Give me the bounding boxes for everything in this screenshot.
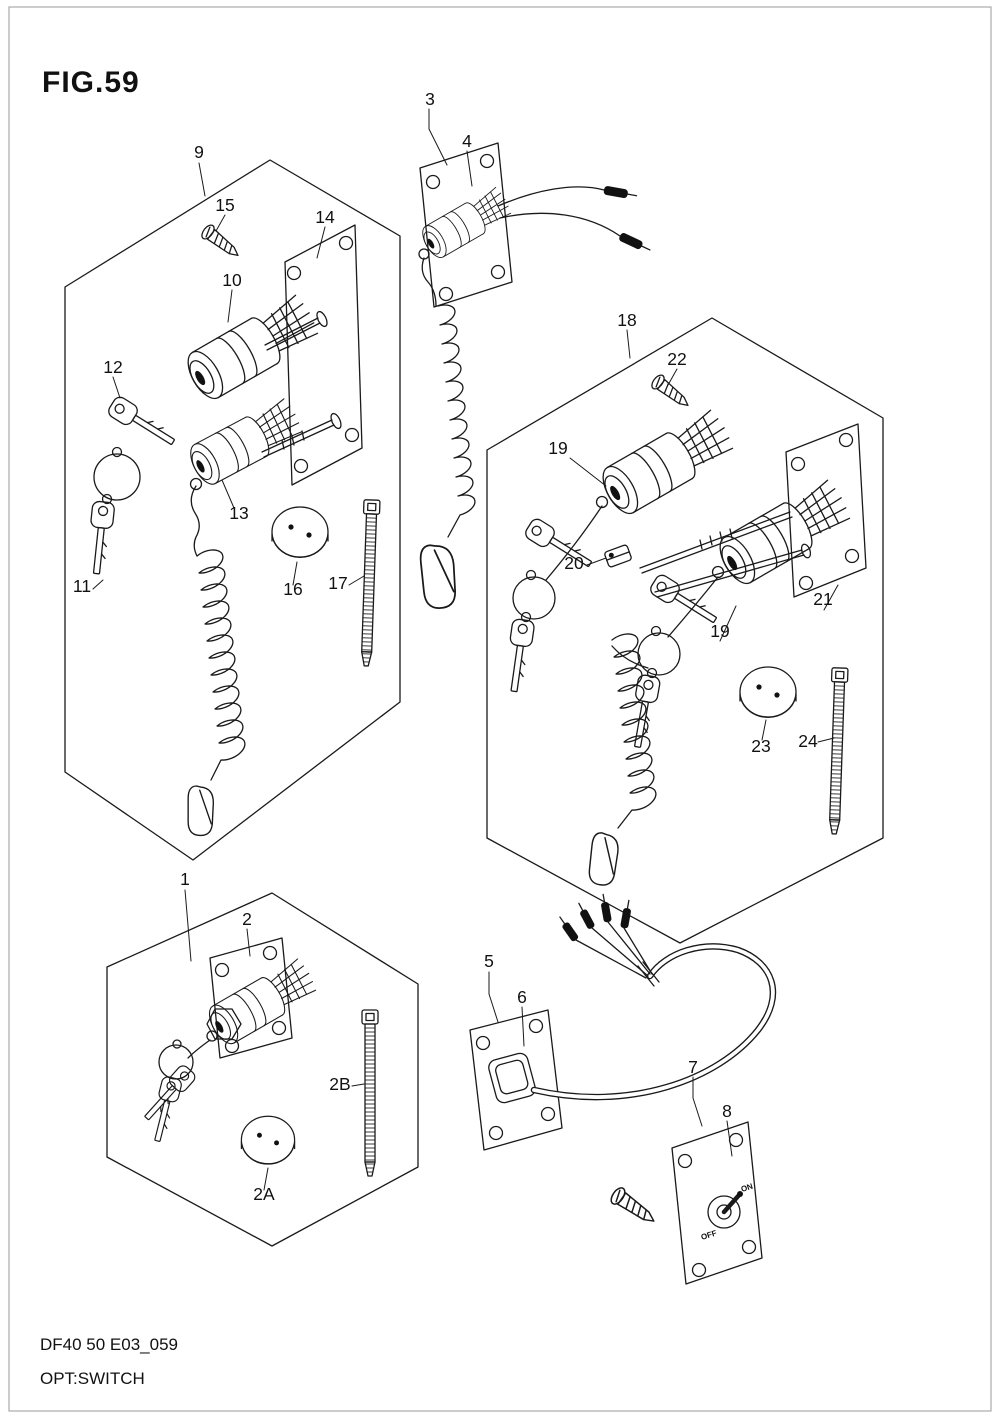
callout-12: 12: [103, 357, 122, 377]
callout-22: 22: [667, 349, 686, 369]
callout-7: 7: [688, 1057, 698, 1077]
callout-24: 24: [798, 731, 818, 751]
callout-21: 21: [813, 589, 832, 609]
callout-19: 19: [710, 621, 729, 641]
cable-tie-2b: [361, 1009, 379, 1177]
screw-15: [198, 222, 244, 263]
ignition-switch-2: [187, 955, 321, 1059]
callout-2A: 2A: [253, 1184, 275, 1204]
callout-14: 14: [315, 207, 335, 227]
callout-2B: 2B: [329, 1074, 350, 1094]
callout-1: 1: [180, 869, 190, 889]
ignition-switch-19: [595, 406, 739, 520]
toggle-switch-8: [707, 1191, 743, 1229]
lanyard-coil-9: [187, 485, 246, 837]
page-title: FIG.59: [42, 66, 140, 99]
group-box-1: [106, 892, 419, 1247]
ignition-switch-4: [417, 184, 515, 262]
callout-5: 5: [484, 951, 494, 971]
lanyard-coil-3: [418, 257, 476, 611]
keyset-12-11: [84, 394, 180, 576]
group-box-18: [486, 317, 884, 944]
callout-13: 13: [229, 503, 248, 523]
plate-14: [284, 224, 363, 486]
mounting-rods-18: [639, 511, 812, 598]
callout-3: 3: [425, 89, 435, 109]
mounting-rods-9: [261, 310, 342, 458]
toggle-off-label: OFF: [700, 1228, 718, 1242]
keyset-19b: [626, 572, 722, 750]
callout-2: 2: [242, 909, 252, 929]
footer-model-code: DF40 50 E03_059: [40, 1335, 178, 1354]
lanyard-coil-18: [587, 633, 657, 888]
switch-wires-4: [497, 186, 651, 251]
ignition-switch-13: [184, 395, 307, 491]
clamp-20: [604, 544, 632, 568]
callout-17: 17: [328, 573, 347, 593]
plate-3: [419, 142, 513, 308]
callout-16: 16: [283, 579, 302, 599]
button-switch-6: [488, 1052, 536, 1104]
keyset-2: [138, 1039, 198, 1144]
wire-harness-6: [530, 893, 777, 1101]
ignition-switch-10: [180, 291, 324, 405]
cable-tie-17: [357, 499, 381, 667]
callout-18: 18: [617, 310, 636, 330]
callout-20: 20: [564, 553, 584, 573]
page-border: [8, 6, 992, 1412]
callout-4: 4: [462, 131, 472, 151]
callout-15: 15: [215, 195, 234, 215]
toggle-on-label: ON: [740, 1182, 754, 1194]
plate-5: [469, 1009, 563, 1151]
callout-23: 23: [751, 736, 770, 756]
plate-7: [671, 1121, 763, 1285]
keyset-19a: [502, 505, 603, 694]
cap-23: [739, 666, 797, 718]
callout-11: 11: [73, 576, 91, 596]
footer-caption: OPT:SWITCH: [40, 1369, 145, 1388]
callout-6: 6: [517, 987, 527, 1007]
callout-8: 8: [722, 1101, 732, 1121]
cap-16: [271, 506, 329, 558]
callout-9: 9: [194, 142, 204, 162]
leader-lines: [92, 108, 839, 1191]
screw-7: [607, 1184, 660, 1230]
callout-19: 19: [548, 438, 567, 458]
cap-2a: [240, 1115, 296, 1165]
cable-tie-24: [825, 667, 849, 835]
callout-10: 10: [222, 270, 242, 290]
plate-21: [785, 423, 867, 598]
group-box-9: [64, 159, 401, 861]
